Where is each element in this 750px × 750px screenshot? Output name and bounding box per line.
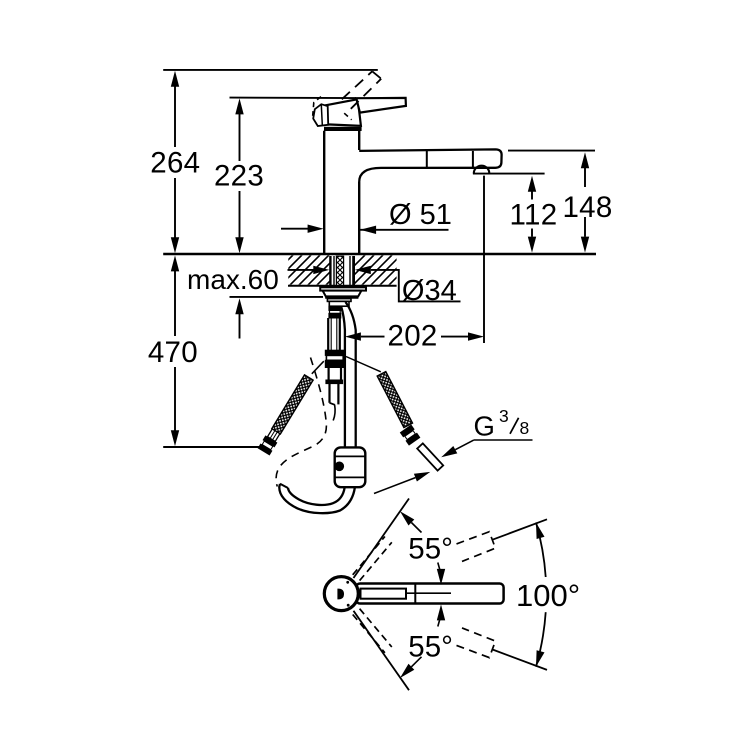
svg-text:148: 148 bbox=[562, 191, 612, 224]
svg-text:3: 3 bbox=[499, 406, 509, 426]
svg-text:100°: 100° bbox=[516, 578, 580, 613]
svg-text:202: 202 bbox=[388, 320, 438, 353]
svg-text:Ø 51: Ø 51 bbox=[389, 199, 452, 231]
svg-text:55°: 55° bbox=[408, 533, 453, 566]
svg-text:112: 112 bbox=[510, 199, 558, 232]
svg-text:Ø34: Ø34 bbox=[402, 275, 457, 307]
svg-text:223: 223 bbox=[214, 159, 264, 192]
svg-text:264: 264 bbox=[150, 147, 200, 180]
svg-text:470: 470 bbox=[148, 336, 198, 369]
svg-text:max.60: max.60 bbox=[187, 264, 279, 295]
svg-text:55°: 55° bbox=[408, 631, 453, 664]
svg-text:8: 8 bbox=[520, 418, 530, 438]
svg-text:G: G bbox=[474, 411, 495, 442]
